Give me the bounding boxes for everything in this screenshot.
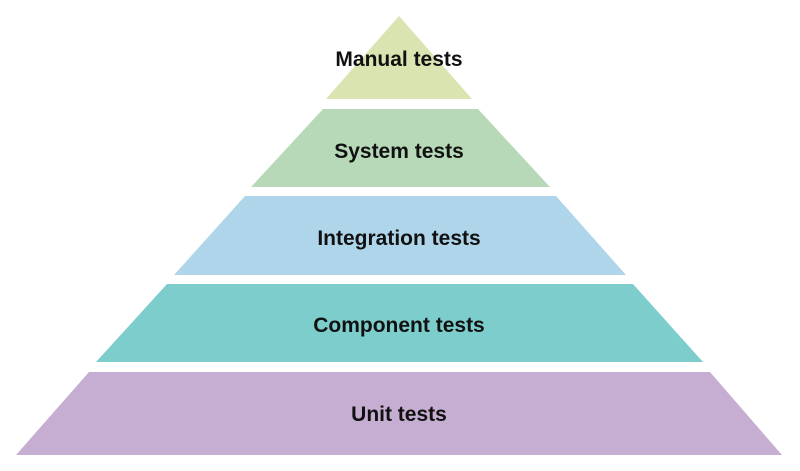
- tier-system: System tests: [251, 109, 550, 187]
- tier-component-label: Component tests: [313, 314, 485, 337]
- tier-integration: Integration tests: [174, 196, 626, 275]
- tier-manual-label: Manual tests: [335, 48, 462, 71]
- tier-component-shape: [96, 284, 703, 362]
- tier-integration-shape: [174, 196, 626, 275]
- tier-manual: Manual tests: [326, 16, 472, 99]
- tier-unit-shape: [16, 372, 782, 455]
- tier-integration-label: Integration tests: [317, 227, 480, 250]
- tier-component: Component tests: [96, 284, 703, 362]
- tier-unit-label: Unit tests: [351, 403, 447, 426]
- tier-unit: Unit tests: [16, 372, 782, 455]
- tier-system-shape: [251, 109, 550, 187]
- tier-manual-shape: [326, 16, 472, 99]
- tier-system-label: System tests: [334, 140, 464, 163]
